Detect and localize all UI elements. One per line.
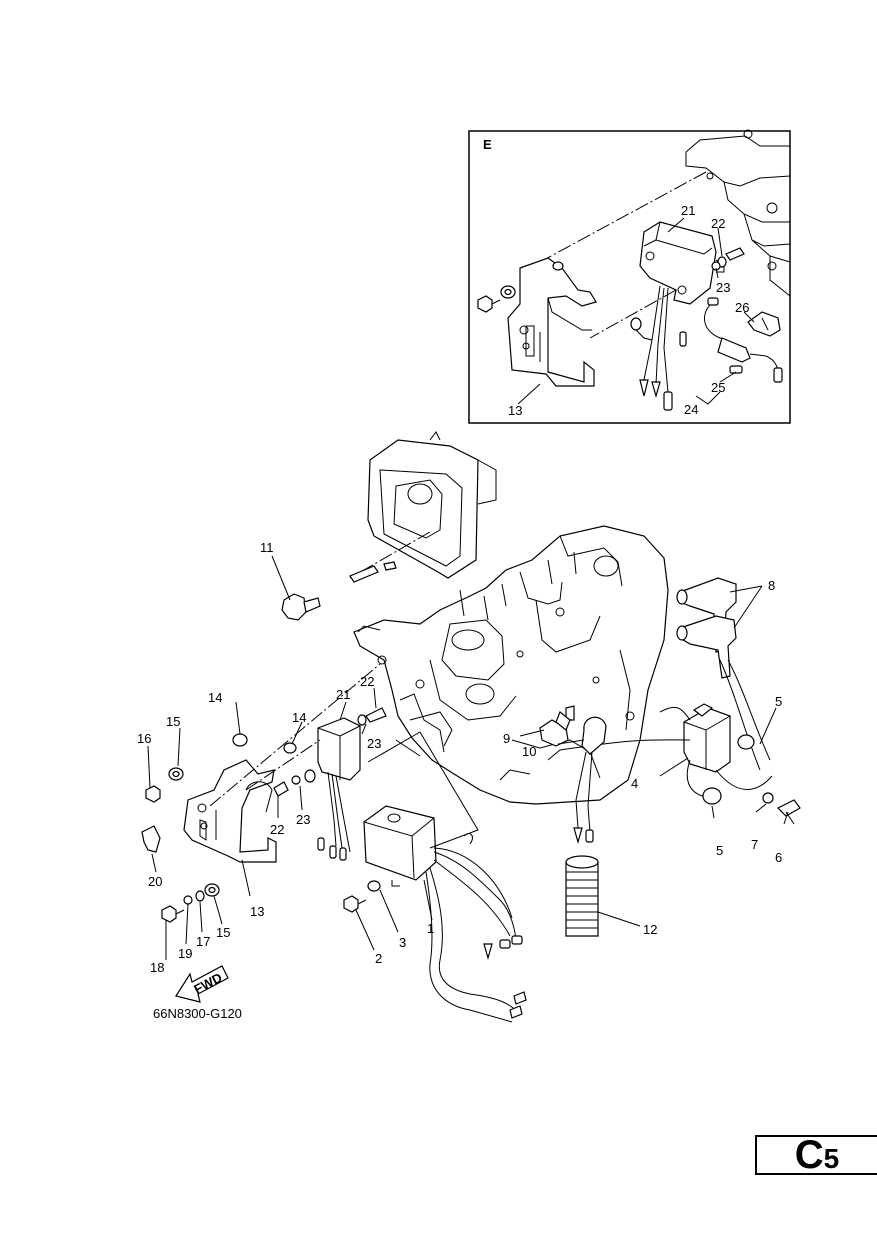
callout-9: 9 <box>503 731 510 746</box>
cover-plate <box>367 431 497 579</box>
callout-13: 13 <box>508 403 522 418</box>
bracket-13-main <box>183 663 381 863</box>
callout-19: 19 <box>178 946 192 961</box>
detail-view-e: E <box>468 129 791 424</box>
hose-12 <box>565 855 599 937</box>
detail-frame <box>468 130 791 424</box>
callout-18: 18 <box>150 960 164 975</box>
callout-13: 13 <box>250 904 264 919</box>
callout-22: 22 <box>360 674 374 689</box>
page-tab-letter: C <box>794 1133 824 1177</box>
fasteners-15-17-19-18 <box>161 883 220 923</box>
callout-26: 26 <box>735 300 749 315</box>
fwd-arrow: FWD <box>175 965 229 1003</box>
detail-letter: E <box>483 137 492 152</box>
sensor-11 <box>281 561 397 621</box>
fitting-10 <box>573 716 607 845</box>
callout-23: 23 <box>296 812 310 827</box>
callout-17: 17 <box>196 934 210 949</box>
callout-21: 21 <box>681 203 695 218</box>
ignition-coil-4 <box>547 703 801 825</box>
page-tab: C 5 <box>755 1135 877 1175</box>
fasteners-14-15-16 <box>145 733 297 803</box>
callout-2: 2 <box>375 951 382 966</box>
clip-20 <box>141 825 161 853</box>
harness-24-detail <box>704 297 783 383</box>
callout-3: 3 <box>399 935 406 950</box>
callout-24: 24 <box>684 402 698 417</box>
bolt-2-washer-3 <box>343 880 381 913</box>
callout-1: 1 <box>427 921 434 936</box>
page-tab-number: 5 <box>823 1143 840 1174</box>
callout-10: 10 <box>522 744 536 759</box>
callout-4: 4 <box>631 776 638 791</box>
bracket-13-detail <box>507 257 597 387</box>
callout-21: 21 <box>336 687 350 702</box>
engine-block <box>353 525 669 805</box>
detail-block-fragment <box>685 129 791 297</box>
callout-15: 15 <box>166 714 180 729</box>
module-21-detail <box>630 221 725 411</box>
callout-12: 12 <box>643 922 657 937</box>
callout-25: 25 <box>711 380 725 395</box>
callout-5: 5 <box>775 694 782 709</box>
main-view: FWD <box>141 217 801 1023</box>
screw-22-detail <box>711 247 745 271</box>
callout-11: 11 <box>260 540 274 555</box>
callout-6: 6 <box>775 850 782 865</box>
callout-14: 14 <box>292 710 306 725</box>
fastener-set-detail <box>477 261 564 313</box>
callout-23: 23 <box>367 736 381 751</box>
callout-7: 7 <box>751 837 758 852</box>
callout-16: 16 <box>137 731 151 746</box>
screw-22-main <box>273 707 387 797</box>
callout-5: 5 <box>716 843 723 858</box>
callout-15: 15 <box>216 925 230 940</box>
drawing-code: 66N8300-G120 <box>153 1006 242 1021</box>
fwd-label: FWD <box>191 970 224 997</box>
plug-cap-8b <box>676 615 771 771</box>
cdi-unit-1 <box>363 805 527 1023</box>
callout-22: 22 <box>270 822 284 837</box>
callout-8: 8 <box>768 578 775 593</box>
detail-callouts: 21 22 23 26 13 24 25 <box>508 203 749 418</box>
switch-9 <box>539 705 575 747</box>
main-callouts: 11 8 5 21 22 14 15 16 14 23 9 10 4 7 6 5… <box>137 540 782 975</box>
callout-22: 22 <box>711 216 725 231</box>
module-21-main <box>304 717 361 861</box>
callout-20: 20 <box>148 874 162 889</box>
callout-14: 14 <box>208 690 222 705</box>
callout-23: 23 <box>716 280 730 295</box>
